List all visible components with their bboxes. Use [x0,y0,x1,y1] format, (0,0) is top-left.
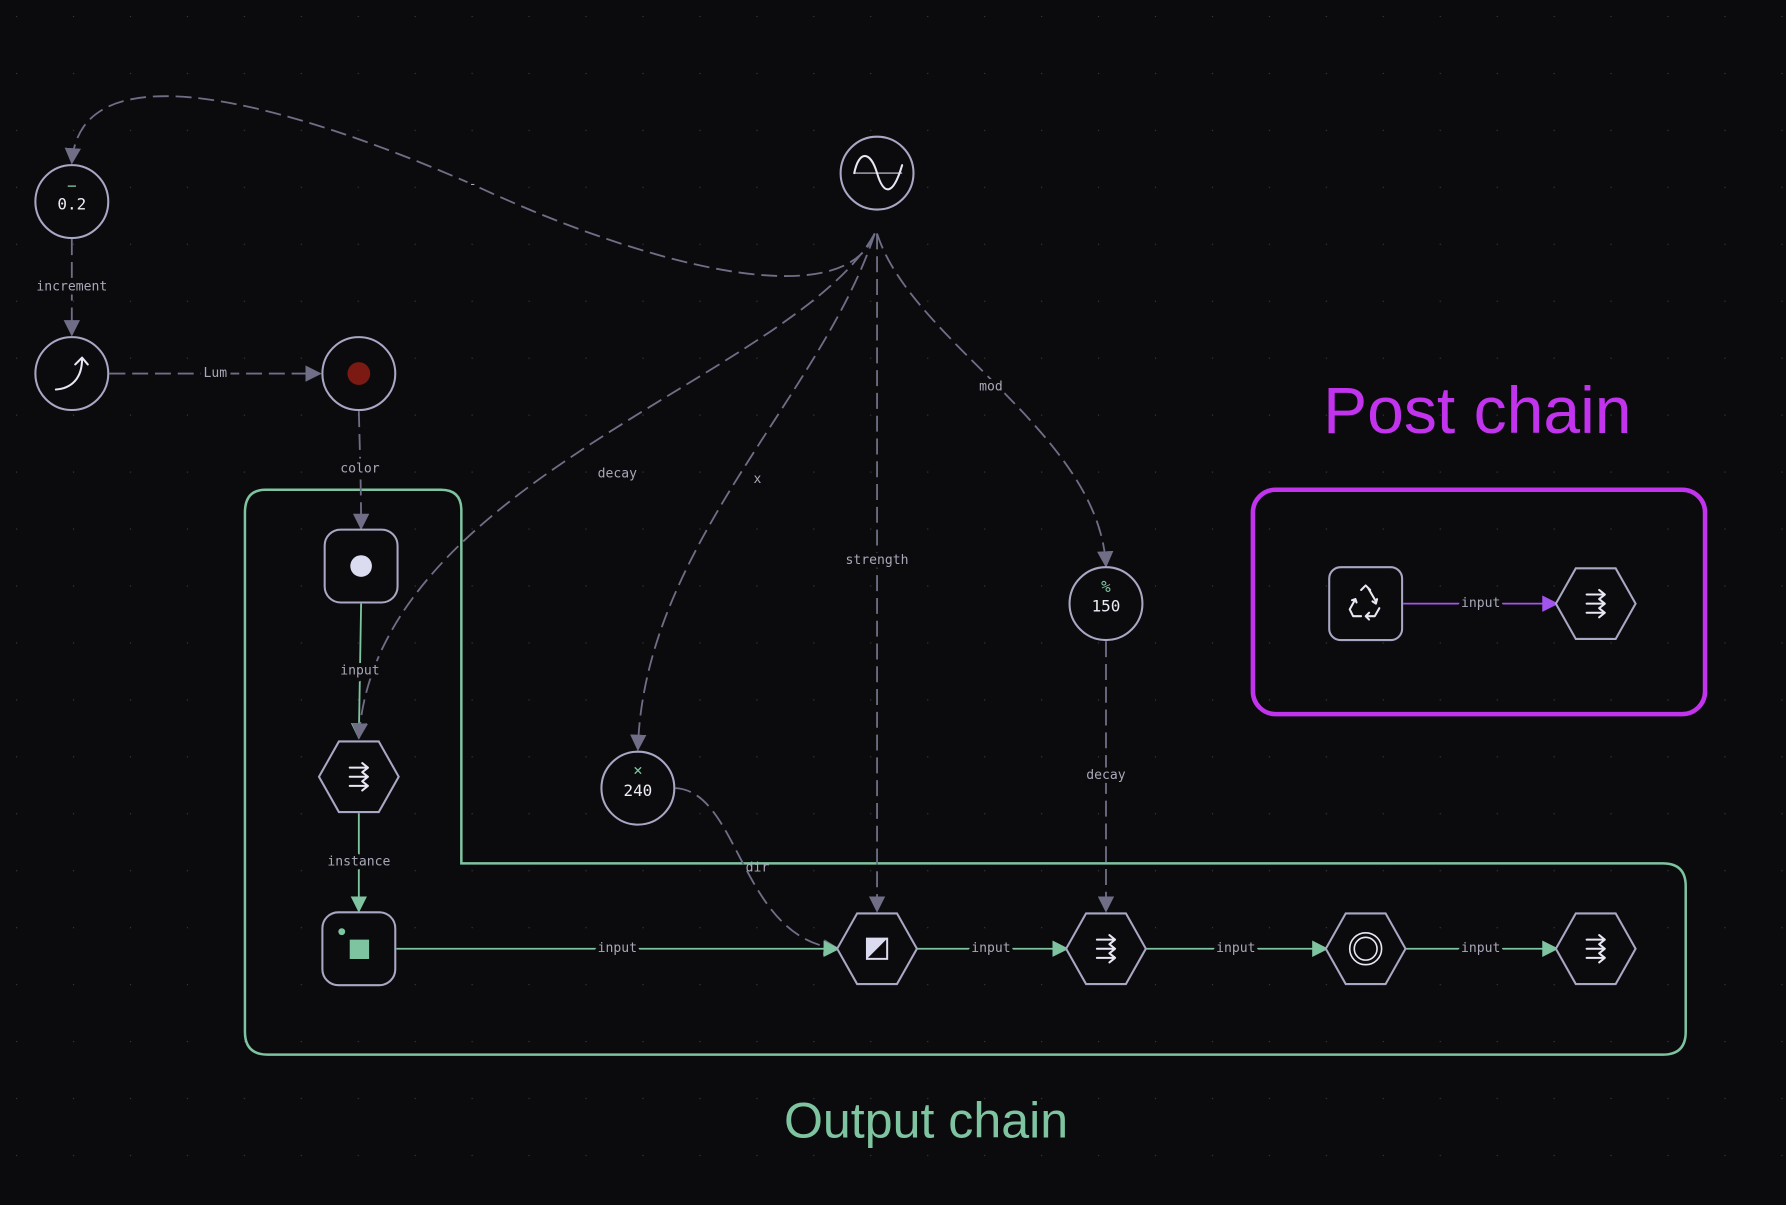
edge-label: Lum [204,366,228,381]
edge-sine-to-modulo[interactable] [876,233,1114,568]
edge-label: decay [1086,768,1125,783]
edge-label: strength [846,553,909,568]
post-chain-title: Post chain [1323,373,1631,447]
multiply-node[interactable]: × 240 [600,750,676,826]
post-chain-group[interactable] [1250,487,1708,717]
edge-label: input [340,663,379,678]
edge-color-to-circle[interactable] [352,411,370,531]
ramp-node[interactable] [34,336,110,412]
recycle-icon [1348,584,1381,621]
recycle-node[interactable] [1328,566,1404,642]
edge-label: decay [598,466,637,481]
output-chain-group[interactable] [243,488,1687,1056]
multi-arrow-icon [1585,934,1606,964]
blend-node[interactable] [836,912,918,986]
instance-icon [338,928,370,959]
edge-label: input [1216,941,1255,956]
multiply-value: 240 [623,781,652,800]
edge-label: input [1461,596,1500,611]
modulo-value: 150 [1092,596,1121,615]
multi-arrow-icon [1585,588,1606,619]
edge-sine-to-multiply[interactable] [630,233,876,752]
multiply-symbol: × [633,760,643,779]
color-node[interactable] [321,336,397,412]
ring-node[interactable] [1324,912,1407,986]
multi-arrow-icon [348,762,369,792]
subtract-symbol: − [67,176,77,195]
curve-arrow-icon [54,356,89,391]
edge-label: input [971,941,1010,956]
edge-label: x [754,472,762,487]
edge-label: input [598,941,637,956]
edge-circle-to-hex[interactable] [350,603,368,740]
ring-icon [1348,931,1383,966]
subtract-node[interactable]: − 0.2 [34,164,110,240]
sine-node[interactable] [839,135,915,211]
edge-label: increment [36,280,107,295]
instance-node[interactable] [321,911,397,987]
multi-arrow-icon [1095,934,1117,964]
circle-fill-node[interactable] [323,528,399,604]
blend-icon [865,937,889,960]
edge-label: dir [746,860,770,875]
subtract-value: 0.2 [57,194,86,213]
edge-label: input [1461,941,1500,956]
edge-label: color [340,462,379,477]
edge-label: - [469,177,477,192]
output-chain-title: Output chain [784,1093,1068,1149]
edge-sine-to-hex[interactable] [351,233,876,740]
modulo-symbol: % [1101,577,1111,596]
modulo-node[interactable]: % 150 [1068,566,1144,642]
edge-label: mod [979,380,1003,395]
edge-sine-to-subtract[interactable] [64,95,876,277]
edge-label: instance [327,855,390,870]
color-swatch-icon [347,362,371,385]
sine-wave-icon [853,155,904,191]
circle-fill-icon [350,555,372,577]
edge-multiply-to-blend[interactable] [675,787,840,956]
